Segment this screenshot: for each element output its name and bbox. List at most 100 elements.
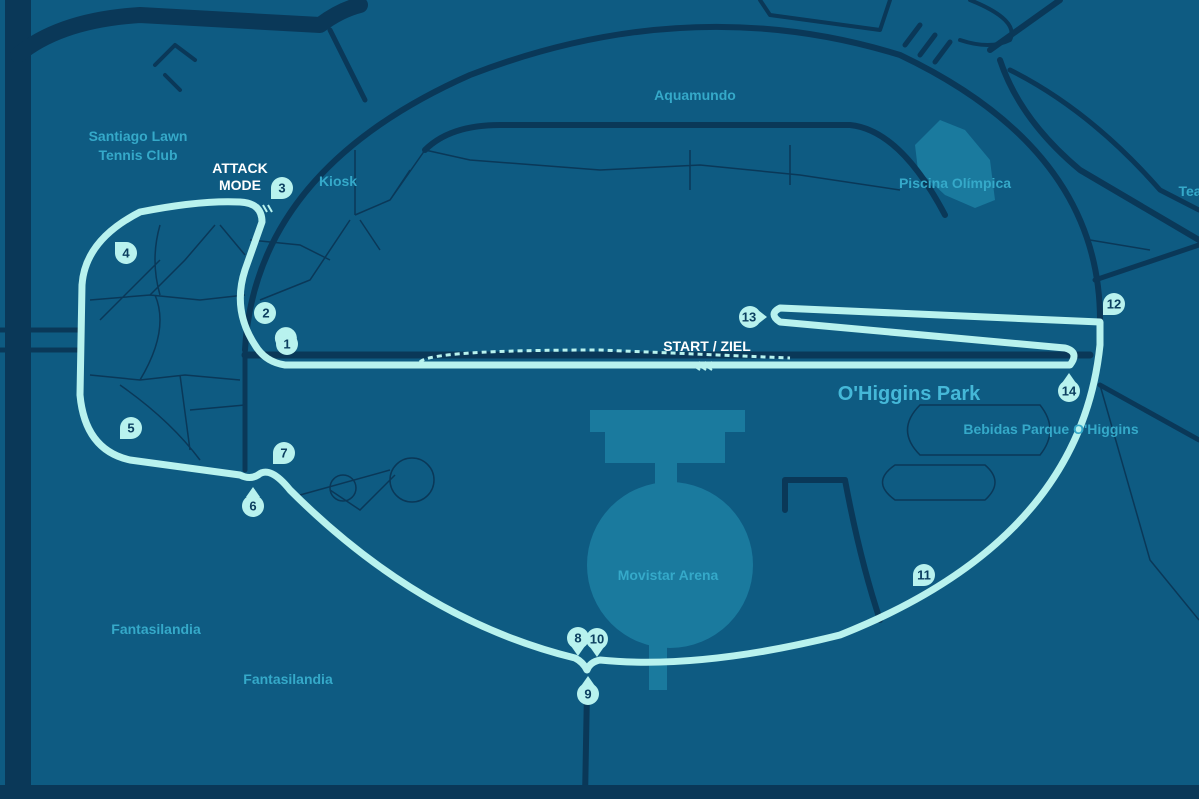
turn-marker-12: 12 bbox=[1103, 293, 1125, 315]
turn-marker-7: 7 bbox=[273, 442, 295, 464]
turn-marker-5: 5 bbox=[120, 417, 142, 439]
turn-marker-9: 9 bbox=[577, 676, 599, 705]
turn-badge-6 bbox=[242, 495, 264, 517]
turn-number-11: 11 bbox=[917, 568, 931, 583]
road-top-right bbox=[758, 0, 1014, 47]
label-santiago-lawn-1: Santiago Lawn bbox=[89, 128, 188, 144]
turn-number-10: 10 bbox=[590, 632, 604, 647]
path-nw-grid bbox=[89, 219, 381, 461]
turn-number-14: 14 bbox=[1062, 384, 1077, 399]
turn-pin-2 bbox=[254, 306, 262, 320]
label-movistar: Movistar Arena bbox=[618, 567, 719, 583]
road-inner-north bbox=[422, 122, 948, 218]
turn-marker-8: 8 bbox=[567, 627, 589, 656]
path-east-lines bbox=[1089, 239, 1199, 621]
road-north-curve bbox=[10, 0, 368, 63]
turn-pin-6 bbox=[246, 487, 260, 497]
label-kiosk: Kiosk bbox=[319, 173, 357, 189]
turn-pin-10 bbox=[590, 647, 604, 657]
pool-shape bbox=[915, 120, 995, 208]
turn-pin-4 bbox=[115, 242, 126, 253]
turn-badge-9 bbox=[577, 683, 599, 705]
pit-lane bbox=[418, 348, 791, 364]
turn-pin-14 bbox=[1062, 373, 1076, 383]
turn-marker-6: 6 bbox=[242, 487, 264, 517]
turn-marker-13: 13 bbox=[739, 306, 767, 328]
label-fantasilandia-1: Fantasilandia bbox=[111, 621, 201, 637]
turn-number-12: 12 bbox=[1107, 297, 1121, 312]
road-west-connector bbox=[0, 327, 83, 353]
turn-marker-4: 4 bbox=[115, 242, 137, 264]
arena-annex-body bbox=[605, 425, 725, 463]
road-hook-south bbox=[782, 477, 883, 623]
path-kiosk bbox=[354, 149, 426, 216]
arena-dome bbox=[587, 482, 753, 648]
attack-mode-marks bbox=[257, 204, 273, 213]
road-ne-branch bbox=[1007, 67, 1199, 213]
chevron-2 bbox=[698, 361, 707, 371]
turn-marker-11: 11 bbox=[913, 564, 935, 586]
turn-badge-8 bbox=[567, 627, 589, 649]
turn-number-7: 7 bbox=[280, 446, 287, 461]
direction-chevrons bbox=[692, 361, 713, 371]
turn-marker-1: 1 bbox=[274, 327, 298, 355]
road-nw-stub bbox=[153, 43, 197, 92]
minor-paths bbox=[89, 145, 1199, 621]
chevron-1 bbox=[704, 361, 713, 371]
turn-marker-14: 14 bbox=[1058, 373, 1080, 402]
turn-badge-13 bbox=[739, 306, 761, 328]
turn-number-5: 5 bbox=[127, 421, 134, 436]
turn-number-2: 2 bbox=[262, 306, 269, 321]
turn-badge-14 bbox=[1058, 380, 1080, 402]
turn-number-8: 8 bbox=[574, 631, 581, 646]
arena-tail bbox=[649, 645, 667, 690]
path-inner-north bbox=[424, 145, 901, 191]
path-se-loops bbox=[881, 404, 1051, 501]
road-ellipse bbox=[242, 23, 1103, 353]
chevron-3 bbox=[692, 361, 701, 371]
turn-markers: 1 2 3 4 5 6 7 bbox=[115, 177, 1125, 705]
turn-badge-10 bbox=[586, 628, 608, 650]
turn-pin-13 bbox=[758, 310, 767, 324]
road-nw-diag bbox=[327, 27, 368, 103]
turn-badge-1 bbox=[276, 333, 298, 355]
turn-pin-12 bbox=[1103, 304, 1114, 315]
turn-pin-7 bbox=[273, 453, 284, 464]
turn-marker-3: 3 bbox=[271, 177, 293, 199]
race-track bbox=[76, 198, 1104, 674]
turn-number-13: 13 bbox=[742, 310, 756, 325]
road-south-spur bbox=[582, 687, 590, 799]
label-aquamundo: Aquamundo bbox=[654, 87, 736, 103]
label-piscina: Piscina Olímpica bbox=[899, 175, 1011, 191]
turn-badge-2 bbox=[254, 302, 276, 324]
turn-number-6: 6 bbox=[249, 499, 256, 514]
label-santiago-lawn-2: Tennis Club bbox=[98, 147, 177, 163]
label-attack-mode-2: MODE bbox=[219, 177, 261, 193]
road-east-2 bbox=[1097, 382, 1199, 443]
label-ohiggins-park: O'Higgins Park bbox=[838, 383, 981, 405]
attack-mark bbox=[257, 204, 273, 213]
turn-marker-2: 2 bbox=[254, 302, 276, 324]
turn-pin-8 bbox=[571, 646, 585, 656]
road-east-1 bbox=[1092, 242, 1199, 283]
path-circles bbox=[299, 469, 396, 511]
path-circle-large bbox=[389, 457, 435, 503]
turn-pin-11 bbox=[913, 575, 924, 586]
turn-pin-9 bbox=[581, 676, 595, 686]
turn-number-4: 4 bbox=[122, 246, 130, 261]
label-fantasilandia-2: Fantasilandia bbox=[243, 671, 333, 687]
label-start-finish: START / ZIEL bbox=[663, 338, 751, 354]
label-tea: Tea bbox=[1178, 183, 1199, 199]
movistar-arena-building bbox=[587, 410, 753, 690]
road-ne-stripes bbox=[902, 22, 953, 65]
label-bebidas: Bebidas Parque O'Higgins bbox=[963, 421, 1138, 437]
label-attack-mode-1: ATTACK bbox=[212, 160, 267, 176]
turn-number-3: 3 bbox=[278, 181, 285, 196]
turn-pin-5 bbox=[120, 428, 131, 439]
turn-number-9: 9 bbox=[584, 687, 591, 702]
path-circle-small bbox=[329, 474, 357, 502]
turn-pin-3 bbox=[271, 188, 282, 199]
